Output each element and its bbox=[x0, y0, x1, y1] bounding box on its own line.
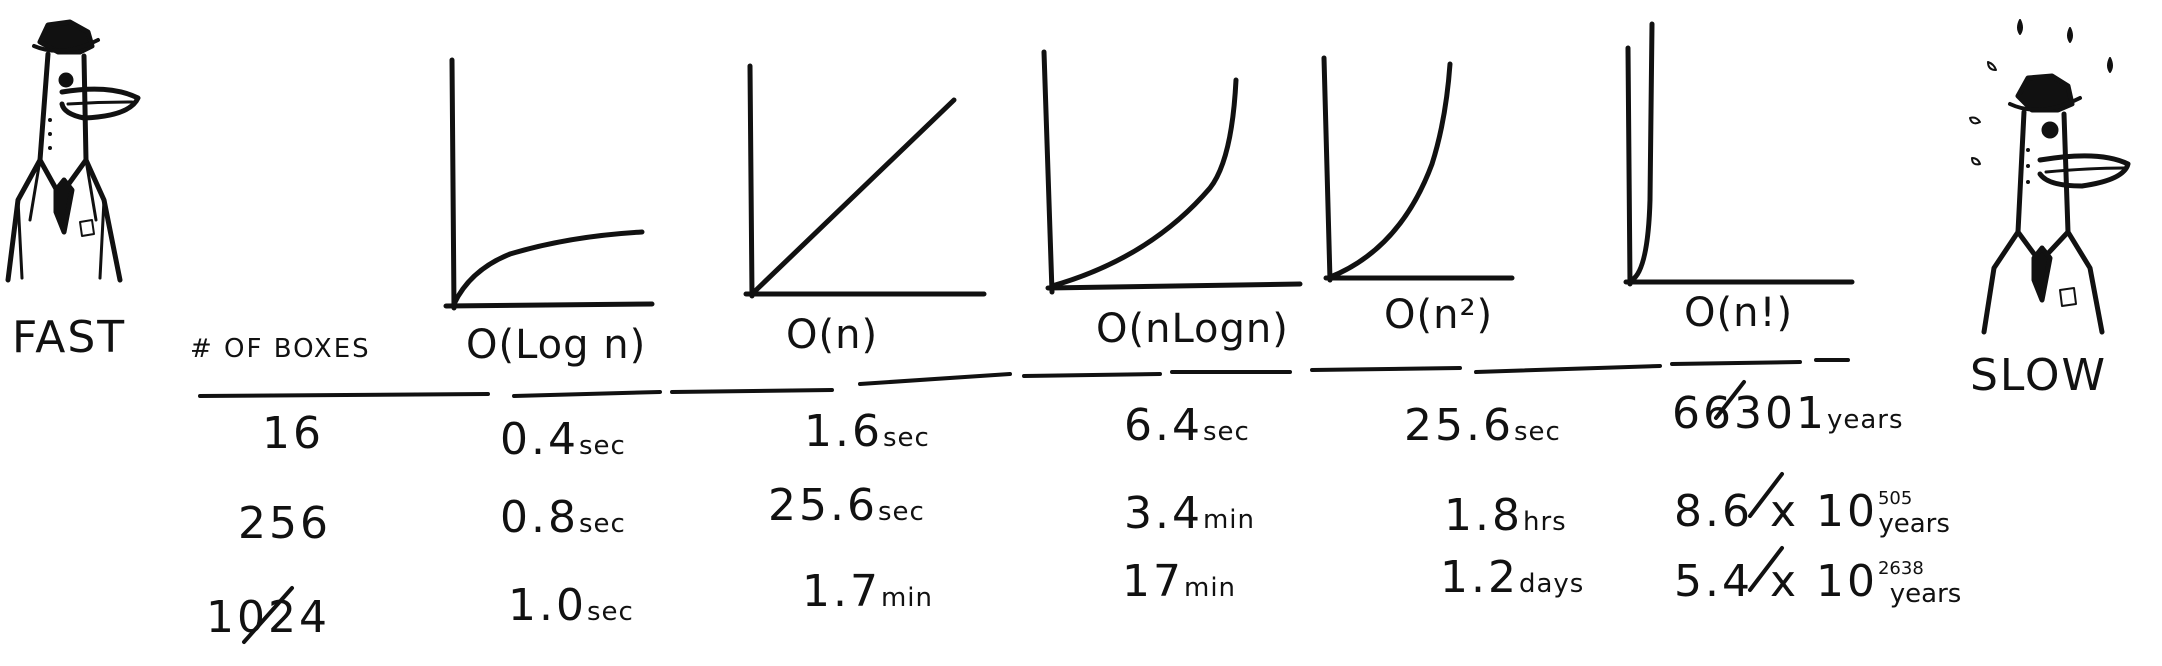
graph-log-n bbox=[443, 57, 655, 311]
cell-16-n-squared: 25.6sec bbox=[1404, 400, 1561, 451]
slow-duck-character-icon bbox=[1969, 19, 2131, 335]
boxes-header: # OF BOXES bbox=[190, 334, 371, 364]
complexity-label-n-squared: O(n²) bbox=[1384, 292, 1494, 338]
graph-n-log-n bbox=[1041, 49, 1303, 295]
header-underline bbox=[198, 358, 1850, 398]
cell-256-n-factorial: 8.6 x 10505years bbox=[1674, 486, 1950, 539]
graph-n-squared bbox=[1321, 55, 1515, 283]
graph-n-factorial bbox=[1623, 21, 1855, 287]
cell-1024-n-log-n: 17min bbox=[1122, 556, 1237, 607]
cell-256-n-squared: 1.8hrs bbox=[1444, 490, 1567, 541]
complexity-label-log-n: O(Log n) bbox=[466, 322, 647, 368]
cell-16-log-n: 0.4sec bbox=[500, 414, 626, 465]
cell-1024-n: 1.7min bbox=[802, 566, 934, 617]
cell-1024-n-factorial: 5.4 x 102638years bbox=[1674, 556, 1962, 609]
cell-256-n: 25.6sec bbox=[768, 480, 925, 531]
fast-label: FAST bbox=[12, 312, 127, 363]
cell-16-n-factorial: 66301years bbox=[1672, 388, 1904, 439]
complexity-label-n-factorial: O(n!) bbox=[1684, 290, 1794, 336]
fast-duck-character-icon bbox=[5, 19, 141, 283]
slow-label: SLOW bbox=[1970, 350, 2108, 401]
row-label-1024: 1024 bbox=[206, 592, 330, 643]
zero-slash-marks bbox=[242, 380, 1784, 644]
cell-16-n-log-n: 6.4sec bbox=[1124, 400, 1250, 451]
complexity-label-n: O(n) bbox=[786, 312, 879, 358]
graph-n bbox=[743, 63, 987, 299]
row-label-256: 256 bbox=[238, 498, 331, 549]
cell-1024-log-n: 1.0sec bbox=[508, 580, 634, 631]
cell-256-n-log-n: 3.4min bbox=[1124, 488, 1256, 539]
cell-256-log-n: 0.8sec bbox=[500, 492, 626, 543]
cell-1024-n-squared: 1.2days bbox=[1440, 552, 1585, 603]
row-label-16: 16 bbox=[262, 408, 324, 459]
complexity-label-n-log-n: O(nLogn) bbox=[1096, 306, 1289, 352]
cell-16-n: 1.6sec bbox=[804, 406, 930, 457]
